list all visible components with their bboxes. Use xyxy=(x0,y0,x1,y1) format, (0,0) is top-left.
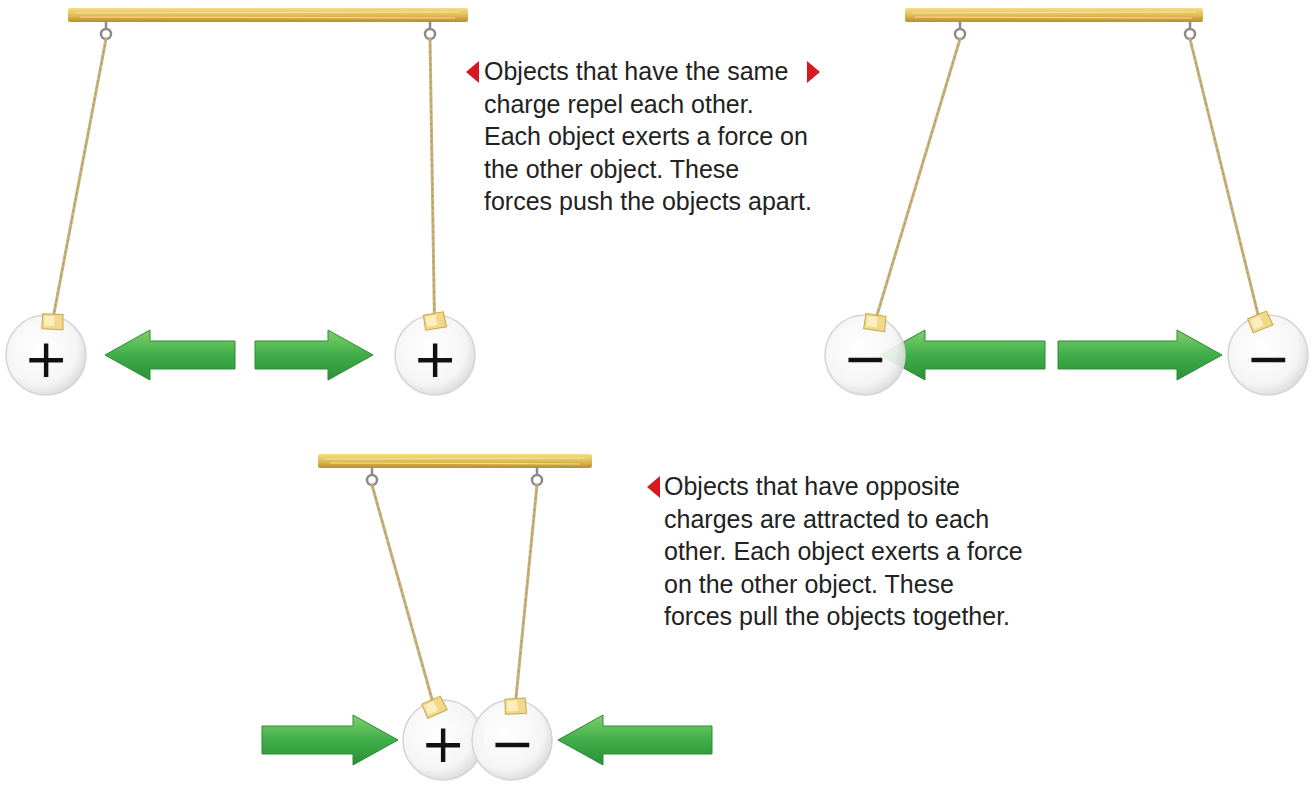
charged-ball: − xyxy=(823,313,907,397)
tape xyxy=(40,311,66,333)
hook xyxy=(425,29,435,39)
caption: Objects that have opposite charges are a… xyxy=(664,470,1024,633)
string xyxy=(1190,39,1258,316)
force-arrow xyxy=(255,330,373,380)
tape-shine xyxy=(424,701,439,716)
hook xyxy=(1189,22,1192,28)
string xyxy=(54,39,107,316)
string xyxy=(877,39,961,317)
tape xyxy=(423,312,446,330)
string xyxy=(430,39,434,315)
support-bars xyxy=(68,8,1203,468)
hook xyxy=(105,22,108,28)
string xyxy=(372,485,433,701)
hook xyxy=(429,22,432,28)
hook xyxy=(959,22,962,28)
hook xyxy=(532,475,542,485)
string xyxy=(372,485,433,701)
wooden-bar xyxy=(905,8,1203,22)
tape xyxy=(1247,310,1274,333)
hook xyxy=(536,468,539,474)
force-arrow xyxy=(262,715,398,765)
charge-sign: + xyxy=(23,332,68,386)
string xyxy=(54,39,107,316)
tape-shine xyxy=(1250,315,1265,330)
wooden-bar xyxy=(318,454,592,468)
tape xyxy=(40,311,66,333)
pointer-triangle xyxy=(807,61,820,83)
charge-sign: + xyxy=(412,332,457,386)
string-twist xyxy=(54,39,1259,701)
charged-ball: + xyxy=(4,313,88,397)
string xyxy=(430,39,434,315)
charge-sign: + xyxy=(420,717,465,771)
hook xyxy=(101,29,111,39)
tape xyxy=(1247,310,1274,333)
strings xyxy=(54,39,1259,701)
force-arrow xyxy=(1058,330,1222,380)
tape-shine xyxy=(506,699,519,712)
tape xyxy=(421,695,448,718)
charge-sign: − xyxy=(842,332,887,386)
charge-sign: − xyxy=(1245,332,1290,386)
tape-shine xyxy=(864,314,879,329)
tape xyxy=(862,311,889,335)
tape xyxy=(421,695,448,718)
charge-sign: − xyxy=(489,717,534,771)
tape xyxy=(862,311,889,335)
hook xyxy=(371,468,374,474)
wooden-bar xyxy=(68,8,468,22)
force-arrows xyxy=(105,330,1222,765)
force-arrow xyxy=(105,330,235,380)
tape-shine xyxy=(42,314,56,328)
caption: Objects that have the same charge repel … xyxy=(484,55,814,218)
string xyxy=(877,39,961,317)
tape-shine xyxy=(425,315,437,327)
pointer-triangle xyxy=(647,476,660,498)
charged-ball: + xyxy=(393,313,477,397)
pointer-triangle xyxy=(466,61,479,83)
string xyxy=(1190,39,1258,316)
tape xyxy=(503,696,528,716)
string xyxy=(516,485,537,700)
charged-ball: − xyxy=(470,698,554,782)
wood-grain xyxy=(75,12,1196,464)
force-arrow xyxy=(558,715,712,765)
tape xyxy=(423,312,446,330)
charged-ball: − xyxy=(1226,313,1310,397)
tape xyxy=(503,696,528,716)
string xyxy=(516,485,537,700)
hooks xyxy=(101,22,1195,485)
